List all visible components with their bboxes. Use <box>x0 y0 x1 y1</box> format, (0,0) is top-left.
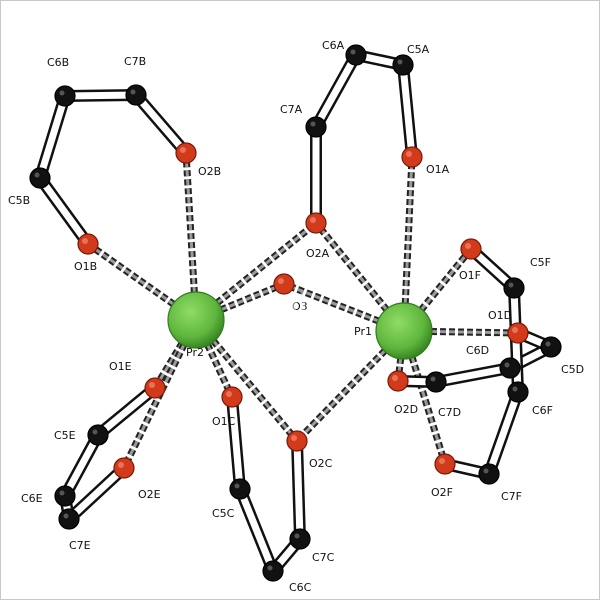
atom-C6F <box>507 381 529 403</box>
covalent-bond-C6B-C7B <box>59 89 142 102</box>
atom-label-C7A: C7A <box>280 103 303 116</box>
atom-label-C6A: C6A <box>322 39 345 52</box>
atom-label-Pr2: Pr2 <box>186 346 204 359</box>
atom-label-O3: O3 <box>292 300 308 313</box>
atom-O1F <box>460 238 482 260</box>
atom-label-O2A: O2A <box>306 247 330 260</box>
atom-label-O1B: O1B <box>74 260 97 273</box>
atom-label-O1F: O1F <box>459 269 481 282</box>
atom-label-C5C: C5C <box>212 507 235 520</box>
watermark: nol <box>262 289 307 319</box>
atom-label-C6B: C6B <box>47 56 69 69</box>
atom-label-C7D: C7D <box>438 406 461 419</box>
atom-C6E <box>54 485 76 507</box>
atom-label-C6C: C6C <box>289 581 312 594</box>
atom-O1C <box>221 386 243 408</box>
atom-label-Pr1: Pr1 <box>354 325 372 338</box>
atom-label-O1C: O1C <box>212 415 236 428</box>
atom-label-O2F: O2F <box>431 486 453 499</box>
atom-C5C <box>229 478 251 500</box>
atom-Pr2 <box>167 291 225 349</box>
atom-C6B <box>54 85 76 107</box>
covalent-bond-O1E-C5E <box>92 382 161 441</box>
atom-label-C7C: C7C <box>312 551 335 564</box>
atom-C7D <box>425 371 447 393</box>
atom-label-C6D: C6D <box>466 344 489 357</box>
covalent-bond-O1A-C5A <box>397 59 418 163</box>
atom-C6A <box>345 44 367 66</box>
covalent-bond-C7C-O2C <box>291 435 306 545</box>
atom-C7A <box>305 116 327 138</box>
atom-O2A <box>305 212 327 234</box>
atom-C7E <box>58 508 80 530</box>
atom-C5F <box>503 277 525 299</box>
atom-O1D <box>507 322 529 344</box>
covalent-bond-C5B-C6B <box>34 90 71 184</box>
atom-Pr1 <box>375 302 433 360</box>
atom-label-O2D: O2D <box>394 403 418 416</box>
atom-O2D <box>387 370 409 392</box>
atom-label-C7E: C7E <box>69 539 91 552</box>
covalent-bond-O1C-C5C <box>226 391 246 495</box>
atom-label-C5D: C5D <box>561 363 584 376</box>
atom-O1B <box>77 233 99 255</box>
atom-label-O2E: O2E <box>138 488 161 501</box>
covalent-bond-C6A-C7A <box>310 49 362 133</box>
atom-C7B <box>125 84 147 106</box>
coordination-bond-Pr2-O3 <box>194 280 286 324</box>
atom-C5E <box>87 424 109 446</box>
atom-label-C5F: C5F <box>530 256 551 269</box>
atom-label-C6F: C6F <box>532 404 553 417</box>
atom-label-O1D: O1D <box>488 309 512 322</box>
atom-O2F <box>434 453 456 475</box>
atom-label-O1E: O1E <box>109 360 132 373</box>
covalent-bond-C5E-C6E <box>59 429 104 502</box>
atom-label-C7F: C7F <box>501 490 522 503</box>
atom-label-O1A: O1A <box>426 163 450 176</box>
atom-C6D <box>499 357 521 379</box>
coordination-bond-Pr2-O2C <box>193 317 300 444</box>
atom-label-C5B: C5B <box>8 194 30 207</box>
atom-C5D <box>540 336 562 358</box>
coordination-bond-Pr2-O2A <box>193 220 319 323</box>
atom-O2C <box>286 430 308 452</box>
atom-label-C5A: C5A <box>407 43 430 56</box>
coordination-bond-Pr1-O2C <box>294 328 407 444</box>
covalent-bond-C7D-C6D <box>430 362 516 388</box>
atom-C5B <box>29 167 51 189</box>
atom-O2B <box>175 142 197 164</box>
atom-O1A <box>401 146 423 168</box>
atom-C7F <box>478 463 500 485</box>
atom-label-O2B: O2B <box>198 165 221 178</box>
atom-O2E <box>113 457 135 479</box>
atom-label-C5E: C5E <box>54 429 76 442</box>
atom-C7C <box>289 528 311 550</box>
atom-label-C7B: C7B <box>124 55 146 68</box>
covalent-bond-C7E-O2E <box>63 462 130 525</box>
coordination-bond-Pr1-O1A <box>400 156 416 332</box>
covalent-bond-C6F-C7F <box>483 386 524 480</box>
covalent-bond-O1B-C5B <box>34 172 94 250</box>
atom-C5A <box>392 54 414 76</box>
covalent-bond-C5C-C6C <box>234 483 279 577</box>
atom-O1E <box>144 377 166 399</box>
atom-label-C6E: C6E <box>21 492 43 505</box>
atom-label-O2C: O2C <box>309 457 333 470</box>
atom-C6C <box>262 560 284 582</box>
covalent-bond-C7B-O2B <box>130 89 192 159</box>
